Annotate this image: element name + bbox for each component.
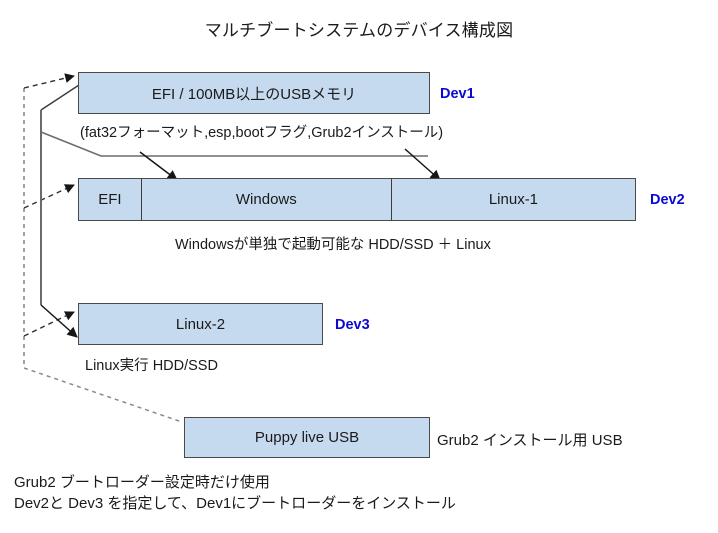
dev1-label: EFI / 100MB以上のUSBメモリ — [151, 85, 357, 103]
dev2-partition-linux1[interactable]: Linux-1 — [488, 191, 539, 208]
dev3-caption: Linux実行 HDD/SSD — [85, 358, 218, 374]
dev1-box[interactable]: EFI / 100MB以上のUSBメモリ — [78, 72, 430, 114]
puppy-live-usb-note: Grub2 インストール用 USB — [437, 432, 623, 449]
dev2-partition-efi[interactable]: EFI — [79, 179, 142, 220]
puppy-live-usb-label: Puppy live USB — [254, 429, 360, 446]
solid-line-trunk-to-dev1 — [40, 84, 80, 111]
dev2-partition-row[interactable]: EFI Windows Linux-1 — [78, 178, 636, 221]
solid-arrow-to-linux2 — [40, 304, 78, 338]
dev2-caption: Windowsが単独で起動可能な HDD/SSD ＋ Linux — [175, 237, 491, 253]
dev3-device-label: Dev3 — [335, 317, 370, 333]
dev2-partition-windows[interactable]: Windows — [142, 179, 392, 220]
dev1-caption: (fat32フォーマット,esp,bootフラグ,Grub2インストール) — [80, 125, 444, 141]
footer-line-1: Grub2 ブートローダー設定時だけ使用 — [14, 474, 270, 491]
dev3-label: Linux-2 — [175, 315, 226, 333]
diagram-title: マルチブートシステムのデバイス構成図 — [204, 21, 514, 40]
solid-arrow-to-windows — [139, 151, 178, 181]
dashed-arrow-to-dev3 — [23, 311, 75, 337]
dev3-box[interactable]: Linux-2 — [78, 303, 323, 345]
footer-line-2: Dev2と Dev3 を指定して、Dev1にブートローダーをインストール — [14, 495, 456, 512]
solid-distribution-bar — [40, 131, 428, 157]
dashed-arrow-to-dev2 — [23, 184, 75, 209]
dev1-device-label: Dev1 — [440, 86, 475, 102]
dashed-arrow-to-dev1 — [23, 73, 75, 89]
dev2-device-label: Dev2 — [650, 192, 685, 208]
dashed-line-to-puppy — [23, 367, 183, 423]
puppy-live-usb-box[interactable]: Puppy live USB — [184, 417, 430, 458]
solid-arrow-to-linux1 — [404, 148, 441, 181]
